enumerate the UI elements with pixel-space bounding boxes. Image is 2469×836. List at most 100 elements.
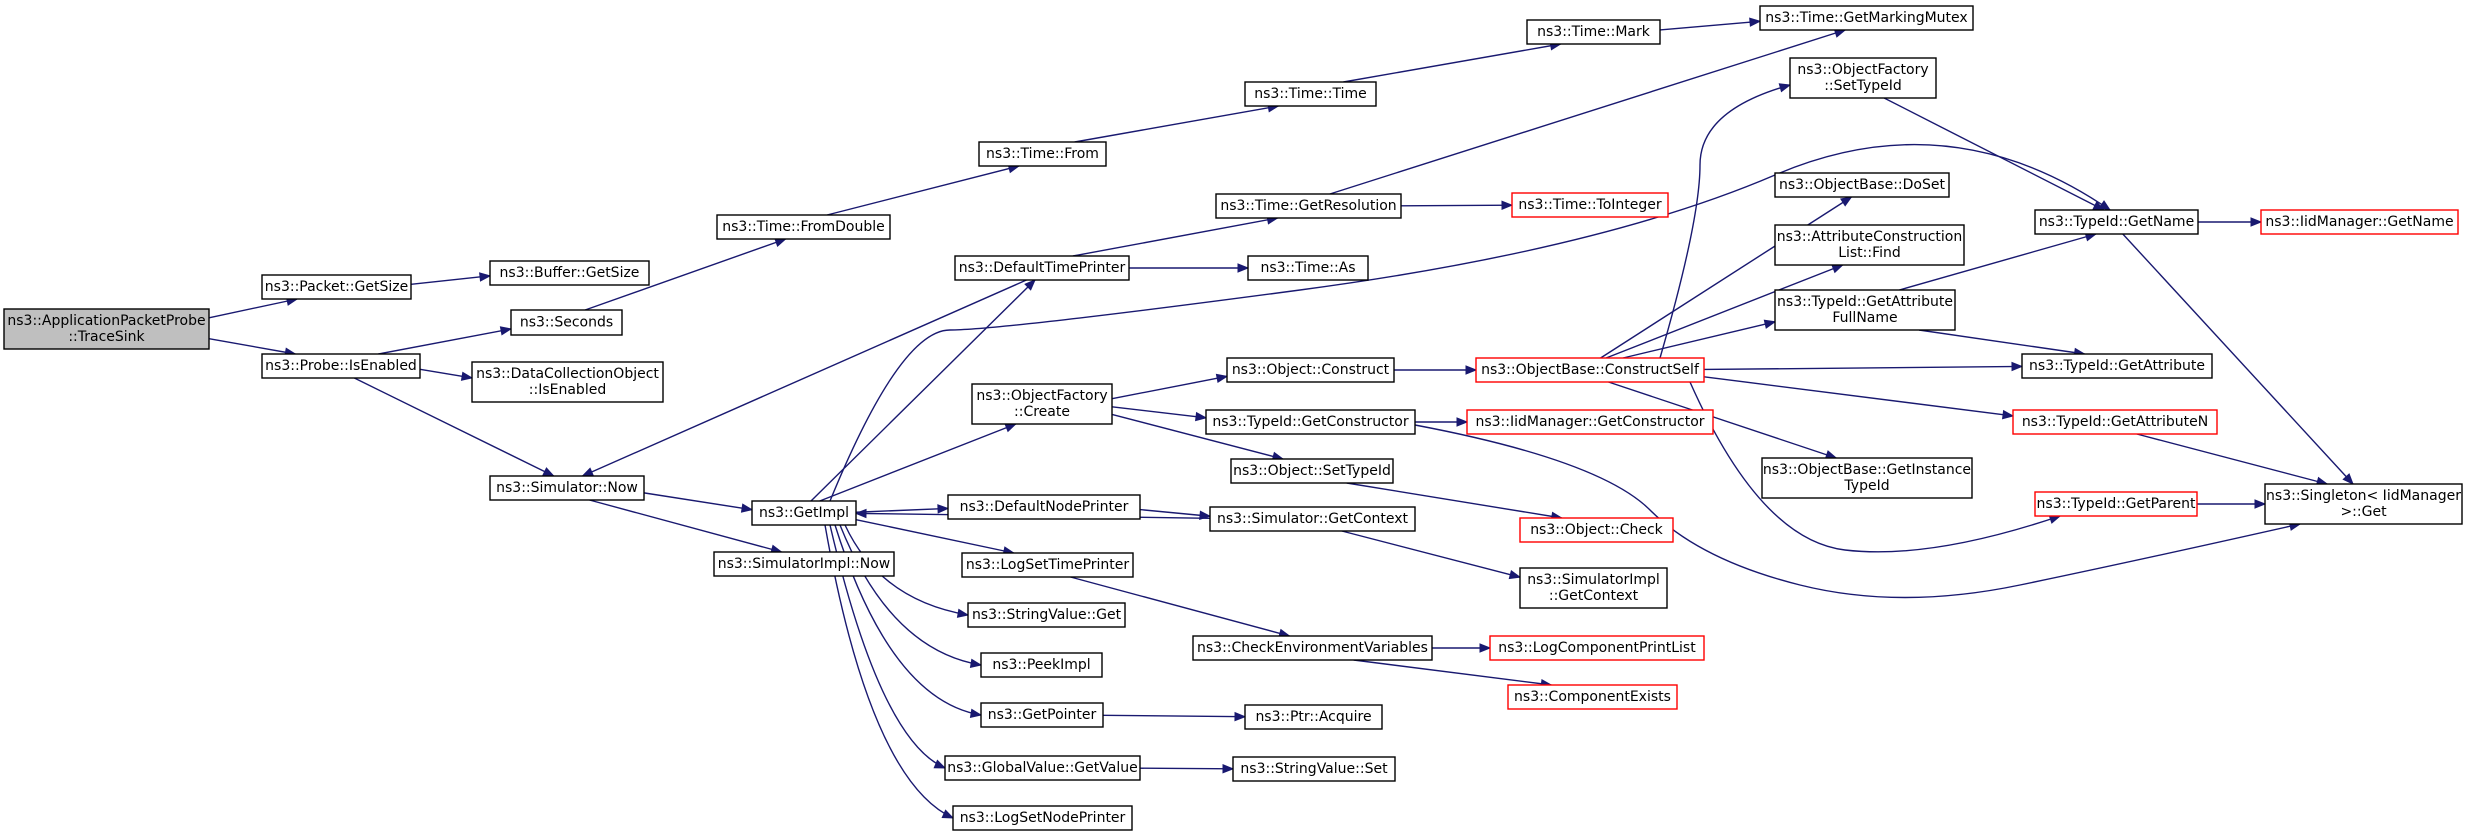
node-box — [2034, 491, 2198, 517]
function-node-stringvalue-get[interactable]: ns3::StringValue::Get — [967, 602, 1126, 628]
edge-line — [1605, 264, 1843, 359]
call-edge — [1600, 196, 1853, 359]
function-node-typeid-getattributen[interactable]: ns3::TypeId::GetAttributeN — [2012, 409, 2218, 435]
node-box — [1519, 567, 1668, 609]
call-edge — [2197, 499, 2267, 509]
function-node-logsettimeprinter[interactable]: ns3::LogSetTimePrinter — [961, 552, 1134, 578]
node-label: ns3::Object::Construct — [1232, 362, 1390, 378]
edge-arrowhead — [740, 503, 754, 513]
call-edge — [1659, 83, 1792, 359]
function-node-iidmanager-getconstructor[interactable]: ns3::IidManager::GetConstructor — [1466, 409, 1714, 435]
function-node-stringvalue-set[interactable]: ns3::StringValue::Set — [1232, 756, 1396, 782]
edge-arrowhead — [969, 658, 983, 668]
node-label: ::GetContext — [1549, 588, 1639, 604]
call-edge — [810, 279, 1036, 502]
function-node-buffer-getsize[interactable]: ns3::Buffer::GetSize — [489, 260, 650, 286]
node-box — [961, 552, 1134, 578]
function-node-object-construct[interactable]: ns3::Object::Construct — [1226, 357, 1395, 383]
function-node-time-fromdouble[interactable]: ns3::Time::FromDouble — [716, 214, 891, 240]
edge-arrowhead — [1004, 423, 1018, 433]
edge-arrowhead — [956, 608, 970, 618]
function-node-defaultnodeprinter[interactable]: ns3::DefaultNodePrinter — [947, 494, 1141, 520]
edge-line — [1139, 767, 1234, 770]
function-node-sim-now[interactable]: ns3::Simulator::Now — [489, 475, 645, 501]
edge-line — [1883, 97, 2105, 211]
function-node-objfactory-create[interactable]: ns3::ObjectFactory::Create — [971, 383, 1113, 425]
function-node-dco-isenabled[interactable]: ns3::DataCollectionObject::IsEnabled — [471, 361, 664, 403]
function-node-sim-getcontext[interactable]: ns3::Simulator::GetContext — [1209, 506, 1416, 532]
function-node-getpointer[interactable]: ns3::GetPointer — [980, 702, 1104, 728]
function-node-defaulttimeprinter[interactable]: ns3::DefaultTimePrinter — [954, 255, 1130, 281]
call-edge — [208, 296, 299, 319]
edge-arrowhead — [1222, 764, 1235, 774]
node-label: ns3::TypeId::GetAttributeN — [2022, 414, 2208, 430]
node-box — [1774, 289, 1956, 331]
function-node-objfactory-settypeid[interactable]: ns3::ObjectFactory::SetTypeId — [1789, 57, 1937, 99]
function-node-peekimpl[interactable]: ns3::PeekImpl — [980, 652, 1103, 678]
function-node-logsetnodeprinter[interactable]: ns3::LogSetNodePrinter — [952, 805, 1133, 831]
function-node-simimpl-getcontext[interactable]: ns3::SimulatorImpl::GetContext — [1519, 567, 1668, 609]
node-box — [2260, 209, 2459, 235]
node-box — [980, 652, 1103, 678]
function-node-time-getresolution[interactable]: ns3::Time::GetResolution — [1215, 193, 1402, 219]
edge-line — [826, 165, 1020, 216]
call-edge — [1139, 764, 1235, 774]
function-node-time-as[interactable]: ns3::Time::As — [1247, 255, 1369, 281]
call-edge — [1432, 643, 1492, 653]
function-node-time-time[interactable]: ns3::Time::Time — [1244, 81, 1377, 107]
function-node-componentexists[interactable]: ns3::ComponentExists — [1507, 684, 1678, 710]
node-label: ::TraceSink — [68, 329, 145, 345]
function-node-root[interactable]: ns3::ApplicationPacketProbe::TraceSink — [3, 308, 210, 350]
node-label: ns3::Time::From — [986, 146, 1099, 162]
function-node-getimpl[interactable]: ns3::GetImpl — [751, 500, 857, 526]
function-node-packet-getsize[interactable]: ns3::Packet::GetSize — [261, 274, 412, 300]
edge-line — [844, 524, 969, 616]
edge-line — [643, 492, 753, 511]
edge-line — [1400, 204, 1513, 207]
edge-line — [1918, 329, 2085, 355]
function-node-typeid-getparent[interactable]: ns3::TypeId::GetParent — [2034, 491, 2198, 517]
node-label: ns3::TypeId::GetParent — [2037, 496, 2196, 512]
function-node-objectbase-doset[interactable]: ns3::ObjectBase::DoSet — [1774, 172, 1950, 198]
node-box — [1205, 409, 1416, 435]
node-label: ::Create — [1014, 404, 1070, 420]
node-box — [1247, 255, 1369, 281]
function-node-simimpl-now[interactable]: ns3::SimulatorImpl::Now — [713, 551, 895, 577]
function-node-ptr-acquire[interactable]: ns3::Ptr::Acquire — [1244, 704, 1383, 730]
function-node-time-tointeger[interactable]: ns3::Time::ToInteger — [1511, 192, 1669, 218]
function-node-singleton-get[interactable]: ns3::Singleton< IidManager>::Get — [2264, 483, 2463, 525]
function-node-object-check[interactable]: ns3::Object::Check — [1519, 517, 1674, 543]
edge-line — [354, 377, 554, 477]
node-label: ns3::Object::SetTypeId — [1233, 463, 1391, 479]
node-label: ns3::ApplicationPacketProbe — [7, 313, 205, 329]
call-edge — [1111, 406, 1208, 422]
call-edge — [1343, 41, 1562, 83]
function-node-typeid-getattribute[interactable]: ns3::TypeId::GetAttribute — [2021, 353, 2213, 379]
function-node-typeid-getconstructor[interactable]: ns3::TypeId::GetConstructor — [1205, 409, 1416, 435]
function-node-time-from[interactable]: ns3::Time::From — [978, 141, 1107, 167]
function-node-typeid-getname[interactable]: ns3::TypeId::GetName — [2034, 209, 2199, 235]
node-label: FullName — [1832, 310, 1897, 326]
function-node-objectbase-constructself[interactable]: ns3::ObjectBase::ConstructSelf — [1475, 357, 1705, 383]
function-nodes: ns3::ApplicationPacketProbe::TraceSinkns… — [3, 5, 2463, 831]
edge-arrowhead — [1840, 196, 1853, 207]
node-label: ns3::Probe::IsEnabled — [265, 358, 417, 374]
node-box — [967, 602, 1126, 628]
node-label: ns3::ComponentExists — [1514, 689, 1671, 705]
function-node-object-settypeid[interactable]: ns3::Object::SetTypeId — [1230, 458, 1394, 484]
function-node-seconds[interactable]: ns3::Seconds — [510, 309, 623, 336]
function-node-checkenvvars[interactable]: ns3::CheckEnvironmentVariables — [1192, 635, 1433, 661]
edge-line — [1072, 217, 1278, 257]
function-node-iidmanager-getname[interactable]: ns3::IidManager::GetName — [2260, 209, 2459, 235]
function-node-probe-isenabled[interactable]: ns3::Probe::IsEnabled — [261, 353, 421, 379]
node-label: ns3::ObjectBase::ConstructSelf — [1481, 362, 1700, 378]
function-node-time-mark[interactable]: ns3::Time::Mark — [1526, 19, 1661, 45]
function-node-logcomponentprintlist[interactable]: ns3::LogComponentPrintList — [1489, 635, 1705, 661]
function-node-globalvalue-getvalue[interactable]: ns3::GlobalValue::GetValue — [944, 755, 1141, 781]
function-node-time-getmarkingmutex[interactable]: ns3::Time::GetMarkingMutex — [1759, 5, 1974, 31]
edge-line — [410, 275, 491, 286]
node-box — [1230, 458, 1394, 484]
